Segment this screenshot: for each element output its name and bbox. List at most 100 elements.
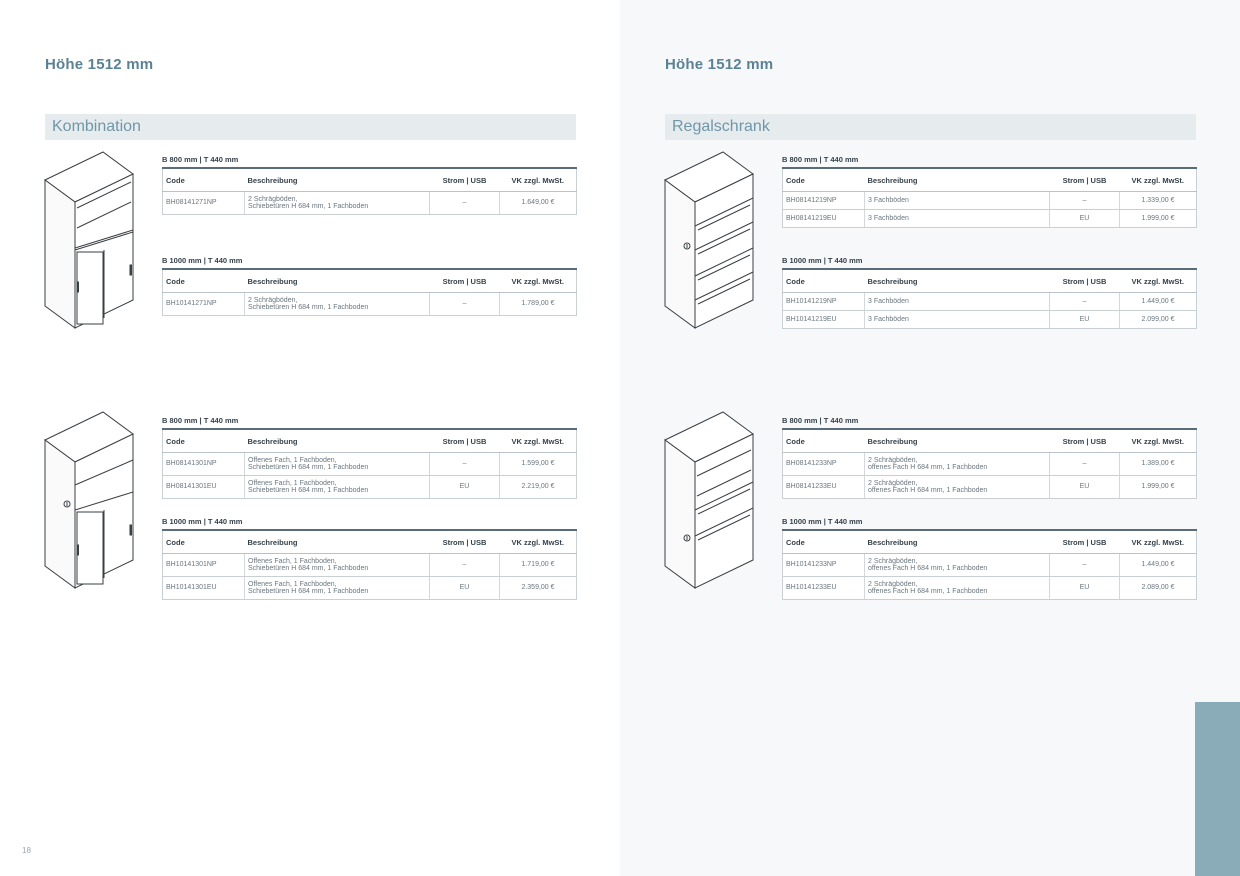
description-line: 2 Schrägböden, [248, 296, 298, 304]
price-value: 2.099,00 € [1119, 310, 1197, 329]
product-code: BH10141219NP [782, 292, 865, 311]
header-price: VK zzgl. MwSt. [1119, 529, 1197, 554]
header-power-usb: Strom | USB [1049, 268, 1120, 293]
spec-block: B 1000 mm | T 440 mm Code Beschreibung S… [162, 255, 577, 316]
product-code: BH08141301EU [162, 475, 245, 499]
cabinet-open-shelf-illustration [44, 411, 134, 589]
product-description: 2 Schrägböden,offenes Fach H 684 mm, 1 F… [864, 576, 1050, 600]
header-power-usb: Strom | USB [1049, 167, 1120, 192]
header-code: Code [782, 268, 865, 293]
power-usb-value: – [429, 452, 500, 476]
description-line: 2 Schrägböden, [868, 479, 918, 487]
header-description: Beschreibung [244, 428, 430, 453]
product-code: BH10141219EU [782, 310, 865, 329]
table-header-row: Code Beschreibung Strom | USB VK zzgl. M… [162, 268, 577, 293]
power-usb-value: – [1049, 452, 1120, 476]
header-description: Beschreibung [244, 529, 430, 554]
product-code: BH08141233EU [782, 475, 865, 499]
price-value: 2.089,00 € [1119, 576, 1197, 600]
product-description: 3 Fachböden [864, 209, 1050, 228]
dimension-label: B 800 mm | T 440 mm [162, 155, 239, 164]
power-usb-value: EU [1049, 310, 1120, 329]
header-price: VK zzgl. MwSt. [499, 167, 577, 192]
description-line: Offenes Fach, 1 Fachboden, [248, 456, 337, 464]
product-description: 2 Schrägböden,offenes Fach H 684 mm, 1 F… [864, 452, 1050, 476]
header-price: VK zzgl. MwSt. [1119, 268, 1197, 293]
right-page: Höhe 1512 mm Regalschrank B 800 mm | T 4… [620, 0, 1240, 876]
table-row: BH08141233EU 2 Schrägböden,offenes Fach … [782, 475, 1197, 499]
power-usb-value: EU [429, 576, 500, 600]
product-description: Offenes Fach, 1 Fachboden,Schiebetüren H… [244, 576, 430, 600]
price-value: 1.449,00 € [1119, 553, 1197, 577]
table-row: BH08141233NP 2 Schrägböden,offenes Fach … [782, 452, 1197, 476]
table-row: BH08141219NP 3 Fachböden – 1.339,00 € [782, 191, 1197, 210]
description-line: offenes Fach H 684 mm, 1 Fachboden [868, 588, 988, 595]
table-row: BH10141233EU 2 Schrägböden,offenes Fach … [782, 576, 1197, 600]
header-description: Beschreibung [244, 268, 430, 293]
table-row: BH08141271NP 2 Schrägböden,Schiebetüren … [162, 191, 577, 215]
header-code: Code [162, 167, 245, 192]
product-description: 2 Schrägböden,Schiebetüren H 684 mm, 1 F… [244, 191, 430, 215]
table-row: BH08141301EU Offenes Fach, 1 Fachboden,S… [162, 475, 577, 499]
table-header-row: Code Beschreibung Strom | USB VK zzgl. M… [782, 529, 1197, 554]
header-price: VK zzgl. MwSt. [499, 268, 577, 293]
table-row: BH10141271NP 2 Schrägböden,Schiebetüren … [162, 292, 577, 316]
cabinet-sliding-doors-illustration [44, 151, 134, 329]
product-code: BH08141301NP [162, 452, 245, 476]
description-line: offenes Fach H 684 mm, 1 Fachboden [868, 464, 988, 471]
price-value: 1.599,00 € [499, 452, 577, 476]
spec-block: B 1000 mm | T 440 mm Code Beschreibung S… [782, 255, 1197, 329]
section-bar: Kombination [45, 114, 576, 140]
product-code: BH10141301EU [162, 576, 245, 600]
chapter-tab [1195, 702, 1240, 876]
product-description: 3 Fachböden [864, 292, 1050, 311]
section-bar: Regalschrank [665, 114, 1196, 140]
header-price: VK zzgl. MwSt. [1119, 428, 1197, 453]
header-description: Beschreibung [864, 428, 1050, 453]
page-heading: Höhe 1512 mm [665, 56, 774, 73]
description-line: Schiebetüren H 684 mm, 1 Fachboden [248, 565, 369, 572]
spec-block: B 800 mm | T 440 mm Code Beschreibung St… [162, 154, 577, 215]
description-line: Schiebetüren H 684 mm, 1 Fachboden [248, 487, 369, 494]
description-line: 2 Schrägböden, [868, 580, 918, 588]
description-line: Offenes Fach, 1 Fachboden, [248, 557, 337, 565]
table-header-row: Code Beschreibung Strom | USB VK zzgl. M… [782, 428, 1197, 453]
price-table: Code Beschreibung Strom | USB VK zzgl. M… [782, 529, 1197, 600]
header-code: Code [782, 167, 865, 192]
header-description: Beschreibung [864, 268, 1050, 293]
dimension-label: B 1000 mm | T 440 mm [162, 517, 243, 526]
spec-block: B 800 mm | T 440 mm Code Beschreibung St… [162, 415, 577, 499]
header-code: Code [162, 428, 245, 453]
power-usb-value: – [1049, 292, 1120, 311]
description-line: offenes Fach H 684 mm, 1 Fachboden [868, 487, 988, 494]
price-value: 1.789,00 € [499, 292, 577, 316]
table-row: BH08141219EU 3 Fachböden EU 1.999,00 € [782, 209, 1197, 228]
price-table: Code Beschreibung Strom | USB VK zzgl. M… [782, 428, 1197, 499]
dimension-label: B 800 mm | T 440 mm [162, 416, 239, 425]
header-power-usb: Strom | USB [429, 268, 500, 293]
table-row: BH10141219EU 3 Fachböden EU 2.099,00 € [782, 310, 1197, 329]
power-usb-value: EU [429, 475, 500, 499]
product-description: 3 Fachböden [864, 310, 1050, 329]
header-code: Code [162, 268, 245, 293]
description-line: Schiebetüren H 684 mm, 1 Fachboden [248, 203, 369, 210]
header-power-usb: Strom | USB [429, 167, 500, 192]
product-code: BH10141271NP [162, 292, 245, 316]
section-title: Regalschrank [672, 118, 770, 135]
price-value: 1.999,00 € [1119, 209, 1197, 228]
product-description: 2 Schrägböden,offenes Fach H 684 mm, 1 F… [864, 553, 1050, 577]
description-line: Offenes Fach, 1 Fachboden, [248, 479, 337, 487]
product-code: BH08141233NP [782, 452, 865, 476]
power-usb-value: – [1049, 191, 1120, 210]
header-description: Beschreibung [864, 529, 1050, 554]
table-header-row: Code Beschreibung Strom | USB VK zzgl. M… [162, 529, 577, 554]
price-table: Code Beschreibung Strom | USB VK zzgl. M… [782, 167, 1197, 228]
power-usb-value: – [429, 292, 500, 316]
dimension-label: B 1000 mm | T 440 mm [782, 256, 863, 265]
table-row: BH10141301NP Offenes Fach, 1 Fachboden,S… [162, 553, 577, 577]
header-price: VK zzgl. MwSt. [1119, 167, 1197, 192]
spec-block: B 800 mm | T 440 mm Code Beschreibung St… [782, 154, 1197, 228]
product-description: 2 Schrägböden,offenes Fach H 684 mm, 1 F… [864, 475, 1050, 499]
power-usb-value: EU [1049, 475, 1120, 499]
header-code: Code [162, 529, 245, 554]
